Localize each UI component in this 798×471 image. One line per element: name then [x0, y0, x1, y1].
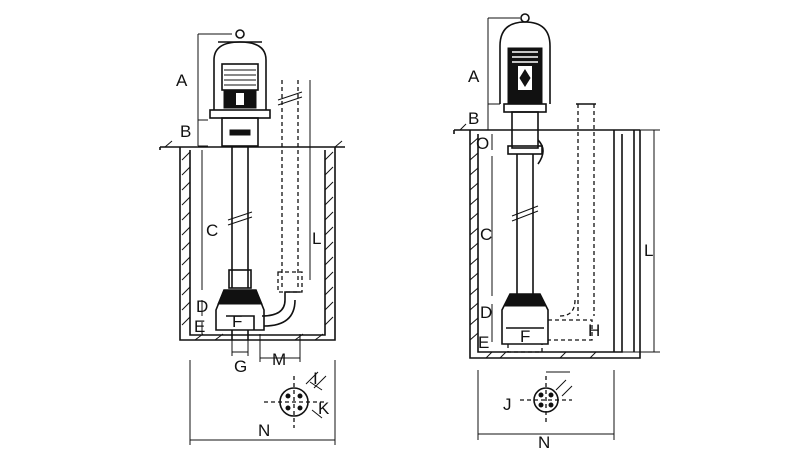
left-pump-base	[215, 289, 300, 340]
label-k: K	[318, 399, 330, 418]
right-pump-base	[501, 293, 593, 353]
label-c: C	[206, 221, 218, 240]
label-i: I	[313, 369, 318, 388]
right-motor	[499, 13, 551, 155]
label-l: L	[312, 229, 321, 248]
label-m: M	[272, 350, 286, 369]
label-j: J	[503, 395, 512, 414]
label-a: A	[176, 71, 188, 90]
label-n: N	[258, 421, 270, 440]
label-o: O	[476, 134, 489, 153]
label-c: C	[480, 225, 492, 244]
label-e: E	[478, 333, 489, 352]
label-d: D	[196, 297, 208, 316]
right-labels: A B O C D E F H J L N	[468, 67, 653, 452]
left-flange-detail	[264, 371, 327, 428]
left-motor	[209, 29, 271, 147]
right-flange-detail	[520, 371, 573, 424]
left-discharge-pipe	[277, 80, 303, 293]
label-l: L	[644, 241, 653, 260]
label-f: F	[232, 312, 242, 331]
label-g: G	[234, 357, 247, 376]
left-labels: A B C D E F G I K L M N	[176, 71, 330, 440]
label-h: H	[588, 321, 600, 340]
left-pump-drawing: A B C D E F G I K L M N	[159, 29, 345, 445]
left-dimensions	[189, 33, 336, 445]
right-discharge-pipe	[576, 103, 596, 316]
label-b: B	[180, 122, 191, 141]
label-n: N	[538, 433, 550, 452]
right-dimensions	[477, 17, 660, 440]
left-shaft	[227, 147, 253, 289]
label-e: E	[194, 317, 205, 336]
label-b: B	[468, 109, 479, 128]
label-d: D	[480, 303, 492, 322]
right-pump-drawing: A B O C D E F H J L N	[453, 13, 660, 452]
left-pit	[159, 140, 345, 341]
right-shaft	[511, 139, 544, 294]
label-a: A	[468, 67, 480, 86]
label-f: F	[520, 327, 530, 346]
right-pit	[453, 123, 641, 359]
